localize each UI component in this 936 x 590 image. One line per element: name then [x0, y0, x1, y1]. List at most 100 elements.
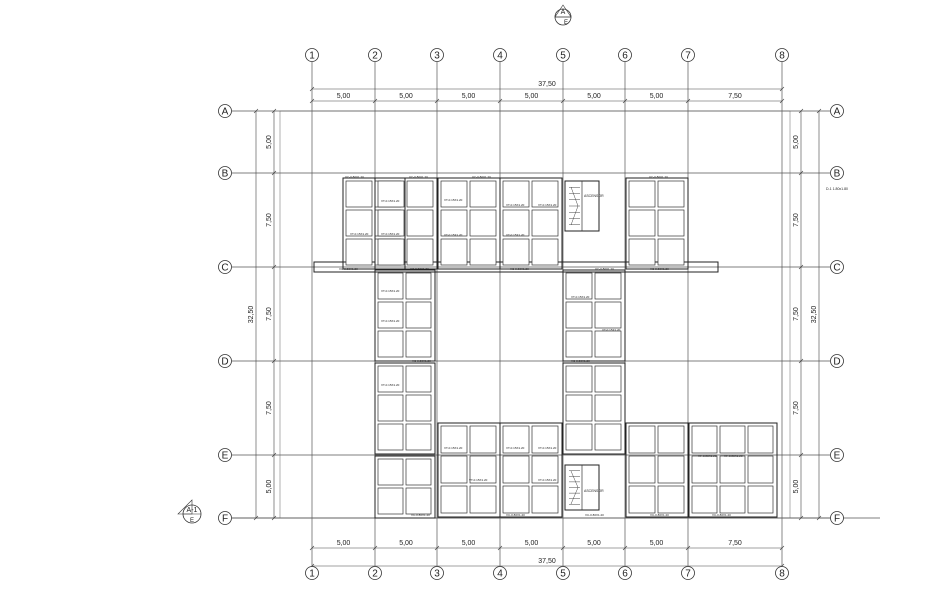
member-label-16: VC-0.80X1.20 [650, 267, 669, 271]
dim-total-bottom-0: 37,50 [538, 558, 556, 565]
member-label-30: VC-0.80X1.20 [650, 513, 669, 517]
dim-row-right-0: 5,00 [793, 135, 800, 149]
grid-bubble-left-E: E [218, 448, 232, 462]
grid-bubble-bottom-5: 5 [556, 566, 570, 580]
grid-bubble-left-B: B [218, 166, 232, 180]
member-label-8: VT-0.15X1.20 [350, 232, 369, 236]
grid-bubble-top-6: 6 [618, 48, 632, 62]
stair-well-top [564, 180, 600, 232]
member-label-2: VC-0.80X1.20 [472, 175, 491, 179]
member-label-11: VT-0.15X1.20 [506, 233, 525, 237]
grid-bubble-right-D-label: D [833, 357, 840, 368]
grid-bubble-top-1-label: 1 [309, 51, 315, 62]
dim-row-left-3: 7,50 [266, 401, 273, 415]
section-marker-left: A-1 E [177, 499, 202, 524]
dim-row-left-2: 7,50 [266, 307, 273, 321]
member-label-1: VC-0.80X1.20 [409, 175, 428, 179]
member-label-31: VC-0.80X1.20 [712, 513, 731, 517]
grid-bubble-bottom-3-label: 3 [434, 569, 440, 580]
member-label-6: VT-0.15X1.20 [506, 203, 525, 207]
section-marker-top-letter: A [561, 9, 566, 16]
grid-bubble-bottom-7-label: 7 [685, 569, 691, 580]
dim-col-bottom-5: 5,00 [650, 540, 664, 547]
member-label-25: VT-0.15X1.20 [469, 478, 488, 482]
grid-bubble-bottom-8-label: 8 [779, 569, 785, 580]
section-marker-top: A E [554, 4, 572, 26]
member-label-13: VC-0.80X1.20 [410, 267, 429, 271]
section-marker-left-letter: A-1 [187, 507, 198, 514]
grid-bubble-right-A: A [830, 104, 844, 118]
dim-row-right-4: 5,00 [793, 480, 800, 494]
cells-top-6 [625, 177, 689, 270]
grid-bubble-top-7: 7 [681, 48, 695, 62]
cells-left-upper [374, 269, 436, 362]
grid-bubble-bottom-7: 7 [681, 566, 695, 580]
grid-bubble-left-E-label: E [222, 451, 229, 462]
dim-col-bottom-6: 7,50 [728, 540, 742, 547]
member-label-34: VC-0.80X1.20 [571, 359, 590, 363]
member-label-32: VF-0.80X1.20 [698, 454, 717, 458]
grid-bubble-right-B-label: B [834, 169, 841, 180]
grid-bubble-bottom-1: 1 [305, 566, 319, 580]
grid-bubble-bottom-2-label: 2 [372, 569, 378, 580]
member-label-18: VT-0.15X1.20 [381, 319, 400, 323]
dim-col-top-3: 5,00 [525, 93, 539, 100]
member-label-19: VT-0.15X1.20 [571, 295, 590, 299]
cells-bottom-7 [688, 422, 778, 518]
grid-bubble-bottom-6: 6 [618, 566, 632, 580]
grid-bubble-top-3: 3 [430, 48, 444, 62]
grid-bubble-left-C-label: C [221, 263, 228, 274]
member-label-4: VT-0.15X1.20 [381, 199, 400, 203]
grid-bubble-bottom-8: 8 [775, 566, 789, 580]
grid-bubble-right-C-label: C [833, 263, 840, 274]
member-label-23: VT-0.15X1.20 [506, 446, 525, 450]
grid-bubble-top-1: 1 [305, 48, 319, 62]
dim-col-top-2: 5,00 [462, 93, 476, 100]
dim-col-top-6: 7,50 [728, 93, 742, 100]
dimension-note: D-1 1.80x1.80 [826, 187, 848, 191]
dim-col-bottom-4: 5,00 [587, 540, 601, 547]
dim-total-right-0: 32,50 [811, 306, 818, 324]
member-label-5: VT-0.15X1.20 [444, 198, 463, 202]
grid-bubble-right-A-label: A [834, 107, 841, 118]
cells-bottom-2 [374, 455, 436, 519]
grid-bubble-right-E: E [830, 448, 844, 462]
dim-row-right-1: 7,50 [793, 213, 800, 227]
grid-bubble-top-3-label: 3 [434, 51, 440, 62]
grid-bubble-left-A-label: A [222, 107, 229, 118]
cells-top-2 [374, 177, 438, 270]
dim-col-top-4: 5,00 [587, 93, 601, 100]
member-label-9: VT-0.15X1.20 [381, 232, 400, 236]
cells-right-upper [562, 269, 626, 362]
grid-bubble-top-5: 5 [556, 48, 570, 62]
grid-bubble-right-B: B [830, 166, 844, 180]
cells-bottom-6 [625, 422, 689, 518]
dim-row-left-0: 5,00 [266, 135, 273, 149]
member-label-3: VC-0.80X1.20 [649, 175, 668, 179]
grid-bubble-right-F-label: F [834, 514, 840, 525]
grid-bubble-left-A: A [218, 104, 232, 118]
grid-bubble-bottom-5-label: 5 [560, 569, 566, 580]
stair-label-top: ASCENSOR [584, 194, 604, 198]
grid-bubble-right-D: D [830, 354, 844, 368]
dim-col-top-5: 5,00 [650, 93, 664, 100]
outer-envelope [279, 110, 791, 519]
member-label-12: VC-0.80X1.20 [339, 267, 358, 271]
grid-bubble-right-C: C [830, 260, 844, 274]
member-label-28: VC-0.80X1.20 [506, 513, 525, 517]
member-label-26: VT-0.15X1.20 [538, 478, 557, 482]
grid-bubble-top-8: 8 [775, 48, 789, 62]
member-label-20: VT-0.15X1.20 [602, 328, 621, 332]
grid-bubble-top-7-label: 7 [685, 51, 691, 62]
member-label-10: VT-0.15X1.20 [444, 233, 463, 237]
grid-bubble-left-D-label: D [221, 357, 228, 368]
member-label-21: VT-0.15X1.20 [381, 383, 400, 387]
grid-bubble-bottom-3: 3 [430, 566, 444, 580]
grid-bubble-left-C: C [218, 260, 232, 274]
member-label-27: VC-0.80X1.20 [411, 513, 430, 517]
grid-bubble-bottom-1-label: 1 [309, 569, 315, 580]
section-marker-left-sheet: E [190, 518, 194, 524]
stair-well-bottom [564, 464, 600, 511]
